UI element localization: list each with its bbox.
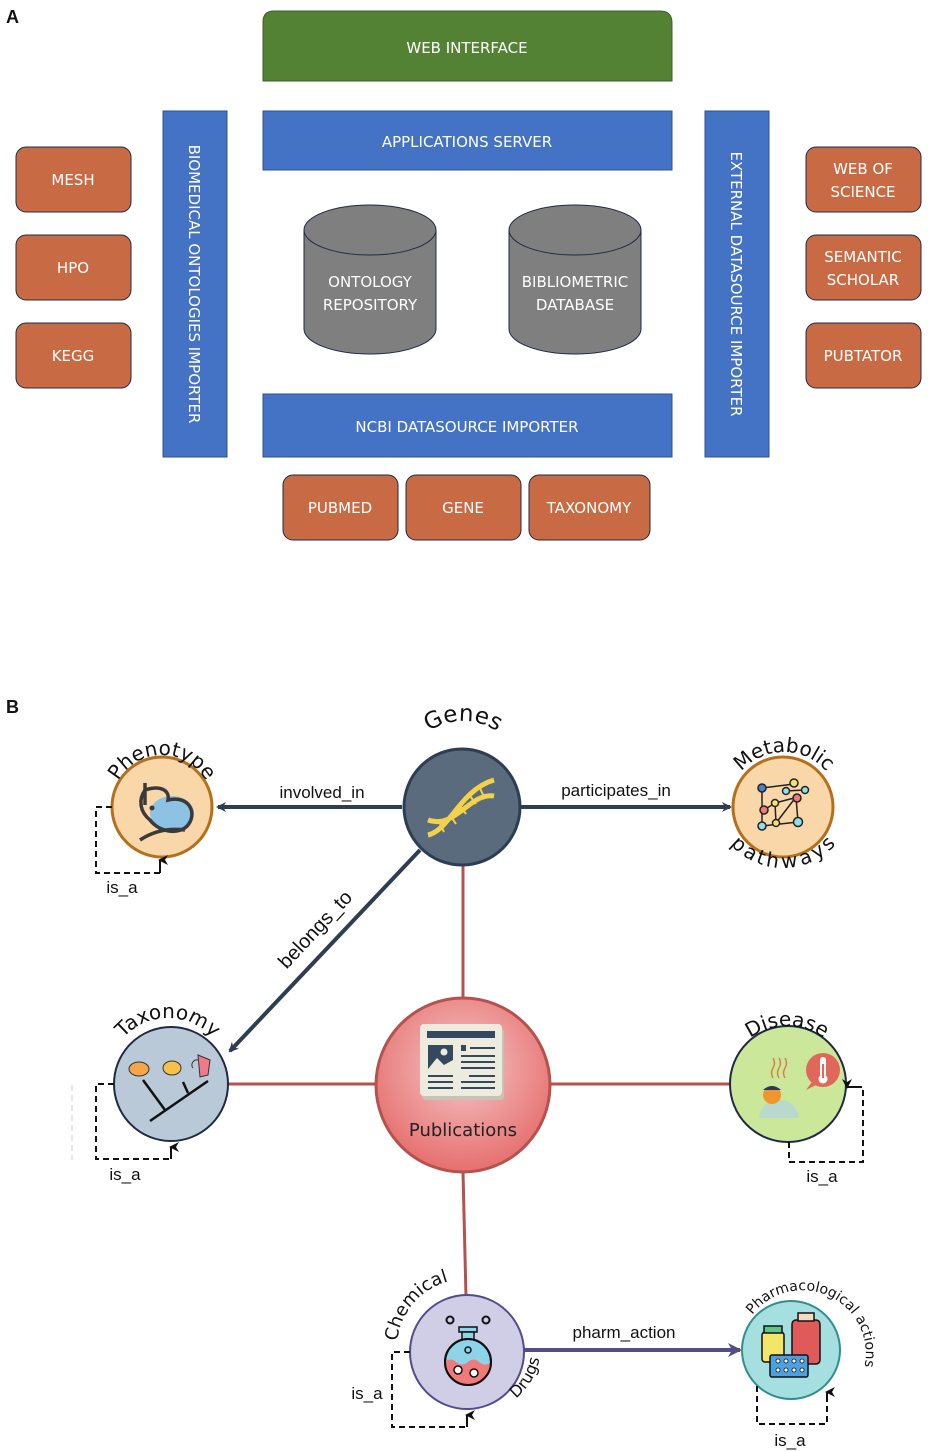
node-taxonomy[interactable]: Taxonomy is_a bbox=[71, 999, 229, 1184]
mouse-icon bbox=[139, 783, 194, 842]
source-gene: GENE bbox=[405, 474, 522, 541]
source-hpo: HPO bbox=[15, 234, 132, 301]
source-web-of-science-line2: SCIENCE bbox=[830, 183, 895, 201]
node-publications[interactable]: Publications bbox=[374, 996, 552, 1174]
flask-icon bbox=[444, 1315, 492, 1386]
fever-icon bbox=[759, 1053, 840, 1118]
svg-text:Genes: Genes bbox=[420, 701, 507, 737]
ontology-repository-line2: REPOSITORY bbox=[323, 296, 418, 314]
involved-in-label: involved_in bbox=[279, 783, 364, 802]
phylogeny-icon bbox=[128, 1054, 211, 1123]
node-phenotype[interactable]: Phenotype is_a bbox=[95, 736, 222, 897]
phenotype-is-a-label: is_a bbox=[106, 878, 138, 897]
node-genes[interactable]: Genes bbox=[402, 701, 522, 867]
edge-chemical-publications bbox=[461, 1171, 468, 1298]
source-pubmed: PUBMED bbox=[282, 474, 399, 541]
phenotype-is-a-loop bbox=[95, 806, 160, 874]
node-disease[interactable]: Disease is_a bbox=[729, 1007, 864, 1186]
disease-is-a-label: is_a bbox=[806, 1167, 838, 1186]
dna-icon bbox=[427, 777, 495, 838]
node-pharmacological-actions[interactable]: Pharmacological actions is_a bbox=[741, 1278, 878, 1450]
source-hpo-label: HPO bbox=[57, 259, 89, 277]
source-pubmed-label: PUBMED bbox=[308, 499, 372, 517]
source-gene-label: GENE bbox=[442, 499, 484, 517]
genes-title: Genes bbox=[420, 701, 507, 737]
chemical-is-a-loop bbox=[391, 1351, 467, 1428]
ncbi-importer-box: NCBI DATASOURCE IMPORTER bbox=[262, 393, 673, 458]
biomedical-importer-box: BIOMEDICAL ONTOLOGIES IMPORTER bbox=[162, 110, 228, 458]
ontology-repository-line1: ONTOLOGY bbox=[328, 273, 413, 291]
network-icon bbox=[757, 778, 810, 831]
source-kegg-label: KEGG bbox=[52, 347, 95, 365]
pharm-action-label: pharm_action bbox=[572, 1323, 675, 1342]
bibliometric-database-line1: BIBLIOMETRIC bbox=[522, 273, 629, 291]
publications-title: Publications bbox=[409, 1120, 517, 1141]
ncbi-importer-label: NCBI DATASOURCE IMPORTER bbox=[355, 418, 578, 436]
edge-belongs-to bbox=[228, 848, 422, 1053]
web-interface-label: WEB INTERFACE bbox=[406, 39, 527, 57]
medicine-icon bbox=[761, 1312, 821, 1378]
applications-server-label: APPLICATIONS SERVER bbox=[382, 133, 552, 151]
pharm-is-a-loop bbox=[756, 1386, 828, 1425]
source-pubtator-label: PUBTATOR bbox=[824, 347, 903, 365]
applications-server-box: APPLICATIONS SERVER bbox=[262, 110, 673, 171]
ontology-repository-cylinder: ONTOLOGY REPOSITORY bbox=[303, 204, 437, 355]
bibliometric-database-line2: DATABASE bbox=[536, 296, 614, 314]
source-semantic-scholar: SEMANTIC SCHOLAR bbox=[805, 234, 922, 301]
source-pubtator: PUBTATOR bbox=[805, 322, 922, 389]
panel-b-letter: B bbox=[6, 697, 19, 717]
source-taxonomy-label: TAXONOMY bbox=[546, 499, 632, 517]
external-importer-box: EXTERNAL DATASOURCE IMPORTER bbox=[704, 110, 770, 458]
web-interface-box: WEB INTERFACE bbox=[262, 10, 673, 82]
source-kegg: KEGG bbox=[15, 322, 132, 389]
pharm-is-a-label: is_a bbox=[774, 1431, 806, 1450]
external-importer-label: EXTERNAL DATASOURCE IMPORTER bbox=[727, 151, 745, 416]
taxonomy-is-a-loop bbox=[95, 1083, 171, 1160]
chemical-is-a-label: is_a bbox=[351, 1384, 383, 1403]
source-mesh: MESH bbox=[15, 146, 132, 213]
source-semantic-scholar-line1: SEMANTIC bbox=[824, 248, 901, 266]
taxonomy-is-a-label: is_a bbox=[109, 1165, 141, 1184]
participates-in-label: participates_in bbox=[561, 781, 671, 800]
source-taxonomy: TAXONOMY bbox=[528, 474, 651, 541]
source-web-of-science-line1: WEB OF bbox=[833, 160, 893, 178]
newspaper-icon bbox=[420, 1024, 504, 1100]
disease-is-a-loop bbox=[788, 1086, 864, 1163]
source-mesh-label: MESH bbox=[51, 171, 94, 189]
panel-a-letter: A bbox=[6, 7, 19, 27]
source-web-of-science: WEB OF SCIENCE bbox=[805, 146, 922, 213]
biomedical-importer-label: BIOMEDICAL ONTOLOGIES IMPORTER bbox=[185, 145, 203, 424]
node-metabolic-pathways[interactable]: Metabolic pathways bbox=[727, 733, 840, 874]
node-chemical-drugs[interactable]: Chemical Drugs is_a bbox=[351, 1266, 543, 1428]
bibliometric-database-cylinder: BIBLIOMETRIC DATABASE bbox=[508, 204, 642, 355]
source-semantic-scholar-line2: SCHOLAR bbox=[827, 271, 899, 289]
